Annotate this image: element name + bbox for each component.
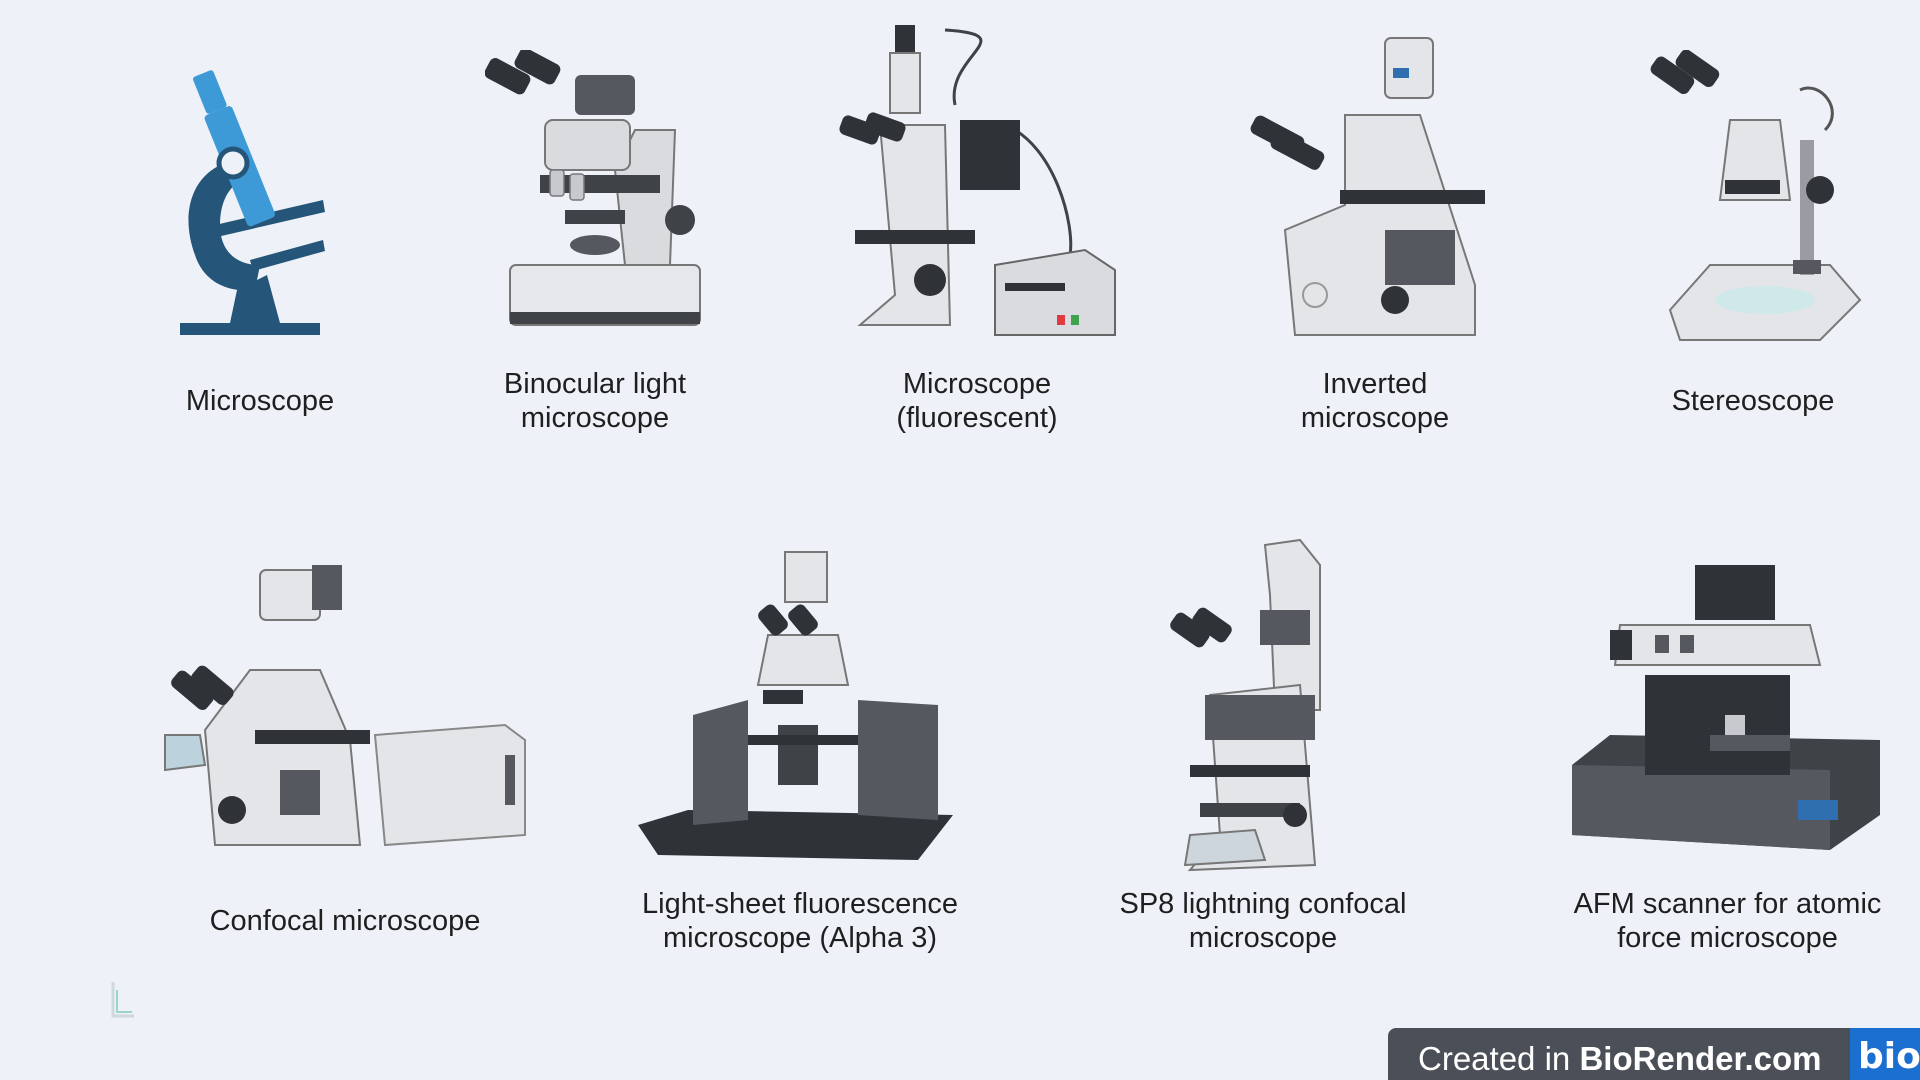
item-label: Binocular light microscope: [503, 368, 687, 434]
fluorescent-microscope-icon: [839, 25, 1116, 336]
badge-brand: BioRender.com: [1579, 1040, 1822, 1077]
afm-scanner-icon: [1572, 565, 1880, 850]
microscope-icon: [180, 70, 325, 335]
confocal-microscope-icon: [164, 565, 526, 847]
badge-text: Created in BioRender.com: [1418, 1040, 1822, 1078]
badge-logo-text: bio: [1858, 1036, 1920, 1077]
item-label: SP8 lightning confocal microscope: [1119, 888, 1407, 954]
inverted-microscope-icon: [1250, 37, 1485, 336]
sp8-confocal-microscope-icon: [1170, 538, 1321, 872]
item-label: Microscope: [185, 385, 335, 417]
biorender-badge[interactable]: Created in BioRender.com bio: [1388, 1028, 1920, 1080]
badge-prefix: Created in: [1418, 1040, 1580, 1077]
item-label: Confocal microscope: [209, 905, 481, 937]
item-label: AFM scanner for atomic force microscope: [1573, 888, 1882, 954]
light-sheet-microscope-icon: [638, 551, 953, 860]
item-label: Stereoscope: [1671, 385, 1835, 417]
cursor-icon: [111, 982, 134, 1018]
biorender-logo-icon: bio: [1850, 1028, 1920, 1080]
item-label: Light-sheet fluorescence microscope (Alp…: [642, 888, 958, 954]
item-label: Inverted microscope: [1300, 368, 1450, 434]
stereoscope-icon: [1650, 50, 1862, 341]
binocular-microscope-icon: [485, 50, 701, 326]
item-label: Microscope (fluorescent): [896, 368, 1058, 434]
